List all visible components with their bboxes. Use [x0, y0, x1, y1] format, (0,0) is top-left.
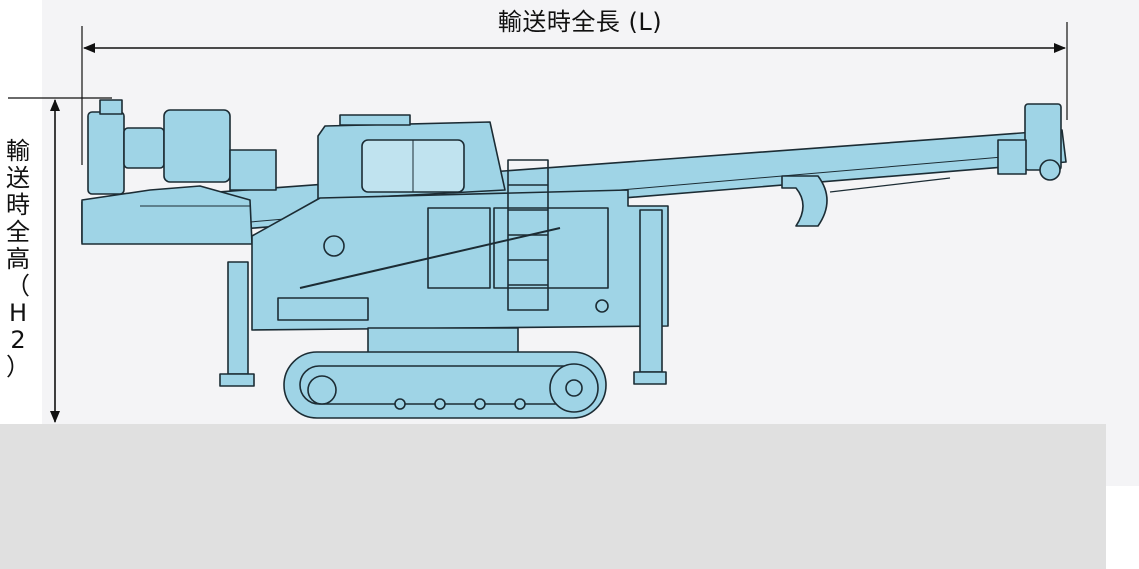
turntable: [367, 327, 519, 355]
height-label-char: 全: [6, 218, 30, 246]
height-label-char: 送: [6, 164, 30, 192]
mast-top-sheave: [1024, 103, 1062, 171]
height-label-char: 高: [6, 245, 30, 273]
drive-head-motor: [87, 111, 125, 195]
height-label-char: ）: [6, 353, 30, 381]
drill-rig-illustration: [81, 99, 1067, 419]
upper-body: [251, 189, 669, 331]
height-dimension: [8, 97, 112, 423]
front-outrigger: [227, 261, 249, 375]
height-label-char: H: [8, 299, 28, 327]
ground-block: [0, 424, 1106, 569]
height-label-char: 時: [6, 191, 30, 219]
height-label-char: 2: [10, 326, 26, 354]
rod-hook: [781, 175, 828, 227]
height-label-char: （: [6, 272, 30, 300]
length-label: 輸送時全長 (L): [497, 8, 663, 36]
height-label-char: 輸: [6, 137, 30, 165]
rear-outrigger: [639, 209, 663, 373]
crawler-track: [283, 351, 607, 419]
length-dimension: [81, 22, 1068, 165]
